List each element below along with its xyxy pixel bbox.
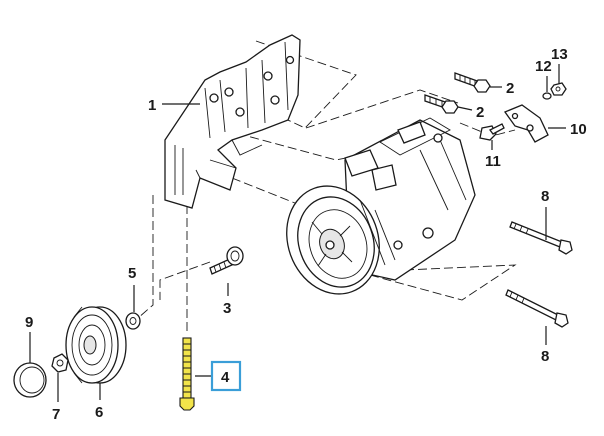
- small-bracket: [503, 104, 549, 143]
- callout-13[interactable]: 13: [551, 46, 568, 63]
- ac-compressor: [286, 117, 476, 295]
- callout-4[interactable]: 4: [221, 369, 230, 386]
- assembly-outline: [305, 89, 459, 129]
- callout-11[interactable]: 11: [485, 153, 501, 170]
- assembly-outline: [137, 195, 154, 319]
- callout-3[interactable]: 3: [223, 300, 231, 317]
- assembly-outline: [369, 264, 517, 301]
- callout-1[interactable]: 1: [148, 97, 156, 114]
- callout-5[interactable]: 5: [128, 265, 136, 282]
- leader-lines: [29, 64, 566, 402]
- washer-12: [542, 92, 552, 100]
- callout-8-upper[interactable]: 8: [541, 188, 549, 205]
- pulley: [65, 306, 127, 384]
- callout-2-upper[interactable]: 2: [506, 80, 514, 97]
- highlighted-bolt: [179, 337, 195, 411]
- long-bolt-lower: [505, 289, 569, 328]
- callout-10[interactable]: 10: [570, 121, 587, 138]
- bolt-lower: [424, 94, 459, 114]
- callout-2-lower[interactable]: 2: [476, 104, 484, 121]
- nut-13: [550, 82, 567, 96]
- fitting: [479, 123, 505, 141]
- short-bolt: [209, 246, 244, 275]
- highlight-box: [210, 360, 242, 392]
- callout-8-lower[interactable]: 8: [541, 348, 549, 365]
- callout-12[interactable]: 12: [535, 58, 552, 75]
- assembly-outline: [231, 177, 301, 206]
- callout-7[interactable]: 7: [52, 406, 60, 423]
- washer-5: [125, 312, 141, 330]
- assembly-outline: [159, 261, 211, 300]
- nut-7: [51, 353, 69, 373]
- long-bolt-upper: [509, 221, 573, 255]
- callout-6[interactable]: 6: [95, 404, 103, 421]
- bolt-upper: [454, 72, 491, 93]
- mounting-bracket: [164, 34, 301, 209]
- callout-9[interactable]: 9: [25, 314, 33, 331]
- dust-cap: [13, 362, 47, 398]
